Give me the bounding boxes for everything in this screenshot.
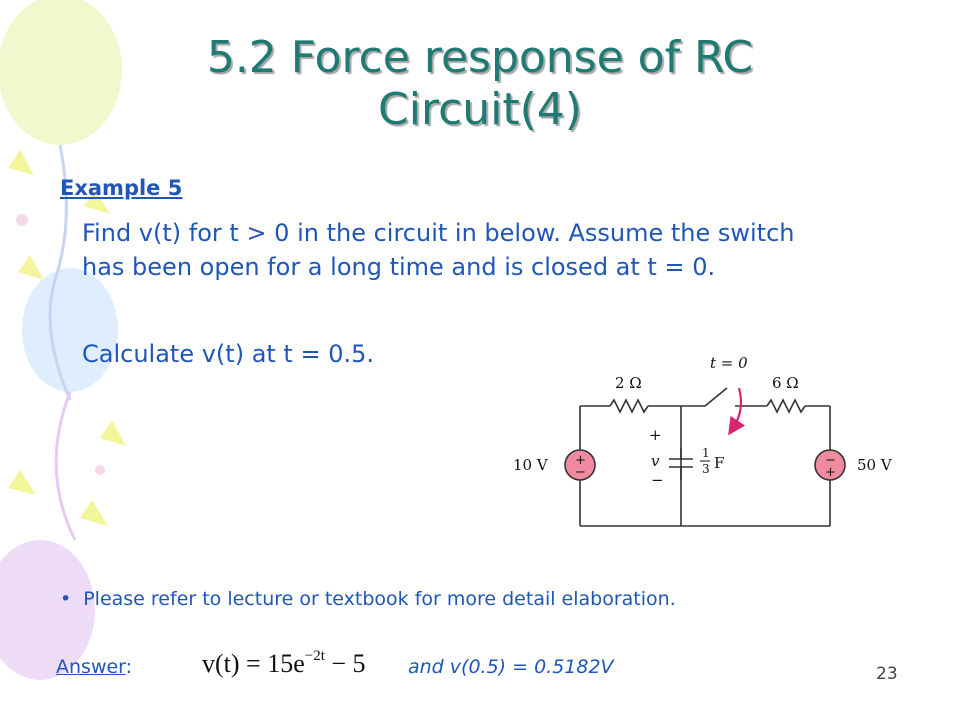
rc-circuit-diagram: 2 Ω 6 Ω t = 0 10 V 50 V + − − + + v − 1 … [513,354,893,527]
bullet-dot: • [60,588,72,610]
switch-label: t = 0 [710,354,748,372]
title-line-1: 5.2 Force response of RC [206,32,754,83]
cap-num: 1 [702,446,710,460]
switch-arrow [728,387,746,436]
calc-text: Calculate v(t) at t = 0.5. [82,340,375,368]
source-10v [564,449,596,481]
cap-unit: F [714,454,724,472]
cap-plus: + [649,426,662,444]
source2-label: 50 V [857,456,893,474]
r2-label: 6 Ω [772,374,799,392]
source1-plus: + [575,453,586,468]
bullet-text: Please refer to lecture or textbook for … [83,588,676,610]
source1-minus: − [575,465,586,480]
circuit-wires [579,387,831,527]
answer-colon: : [125,656,133,678]
source-50v [814,449,846,481]
resistor-6ohm [766,398,806,414]
title-line-2: Circuit(4) [378,84,582,135]
bullet-note: • Please refer to lecture or textbook for… [60,588,676,610]
answer-formula: v(t) = 15e−2t − 5 [202,648,366,678]
r1-label: 2 Ω [615,374,642,392]
answer-value: and v(0.5) = 0.5182V [408,656,614,678]
svg-text:v(t) = 15e−2t − 5: v(t) = 15e−2t − 5 [202,648,366,678]
source2-minus: − [825,453,836,468]
slide-number: 23 [876,664,898,684]
cap-den: 3 [702,462,710,476]
source2-plus: + [825,465,836,480]
formula-lhs: v(t) = 15e [202,649,305,678]
slide-title: 5.2 Force response of RC Circuit(4) [100,32,860,136]
answer-label-text: Answer [56,656,126,678]
switch-blade [704,387,728,407]
formula-exponent: −2t [305,648,326,664]
source1-label: 10 V [513,456,549,474]
answer-label: Answer: [56,656,132,678]
cap-v-label: v [651,452,660,470]
example-label: Example 5 [60,176,183,200]
formula-rhs: − 5 [325,649,366,678]
resistor-2ohm [609,398,649,414]
problem-text: Find v(t) for t > 0 in the circuit in be… [82,219,795,281]
balloon-decoration [0,0,126,680]
capacitor [669,458,693,468]
cap-minus: − [651,471,664,489]
